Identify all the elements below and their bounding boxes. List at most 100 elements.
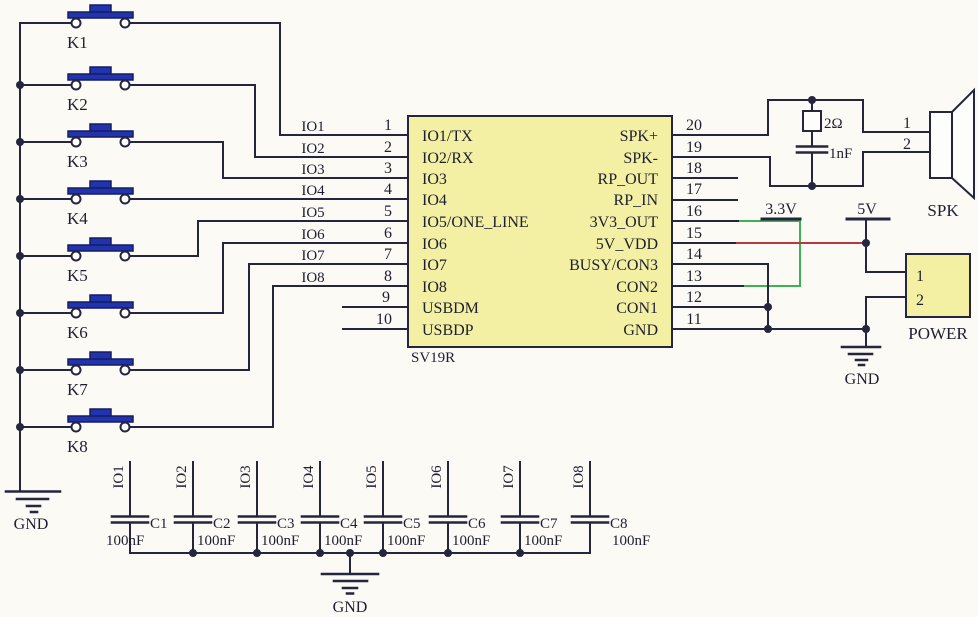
resistor-2ohm [802, 110, 822, 132]
wire-net-io1 [129, 22, 409, 136]
bottom-gnd-symbol [320, 572, 380, 595]
pin-number: 14 [686, 246, 702, 263]
button-k3[interactable] [67, 123, 134, 148]
power-pin-2: 2 [916, 292, 924, 309]
cap-c2-plates [173, 515, 213, 524]
wire-net-spk-minus [671, 151, 931, 187]
key-terminal [70, 421, 82, 433]
cap-value: 100nF [106, 533, 144, 549]
key-terminal [70, 193, 82, 205]
pin-number: 9 [382, 289, 390, 306]
capacitor-value: 1nF [829, 146, 852, 162]
cap-net-label: IO3 [238, 465, 254, 488]
cap-net-label: IO6 [429, 465, 445, 489]
wire-net-io5 [129, 220, 409, 257]
junction-dot [16, 195, 24, 203]
key-bar [67, 11, 134, 19]
ic-pin-name: GND [623, 322, 658, 339]
right-gnd-label: GND [845, 371, 880, 388]
wire-3v3-green [739, 220, 801, 287]
pin-number: 17 [686, 181, 702, 198]
key-terminal [119, 421, 131, 433]
wire-rp-stubs [671, 177, 738, 201]
cap-value: 100nF [324, 533, 362, 549]
cap-refdes: C1 [150, 516, 168, 532]
junction-dot [764, 303, 772, 311]
key-bar [67, 130, 134, 138]
wire-net-io3 [129, 141, 409, 179]
cap-value: 100nF [261, 533, 299, 549]
pin-number: 10 [376, 311, 392, 328]
button-k4[interactable] [67, 180, 134, 205]
cap-refdes: C7 [540, 516, 558, 532]
power-connector-body[interactable] [905, 253, 971, 318]
pin-number: 8 [384, 268, 392, 285]
wire-net-io8 [129, 285, 409, 428]
pin-number: 11 [686, 311, 701, 328]
key-bar [67, 187, 134, 195]
net-label-io6: IO6 [301, 227, 325, 243]
pin-number: 20 [686, 117, 702, 134]
key-bar [67, 415, 134, 423]
button-k6[interactable] [67, 294, 134, 319]
ic-pin-name: IO6 [422, 236, 447, 253]
ic-refdes: SV19R [411, 350, 455, 366]
key-bar [67, 244, 134, 252]
pin-number: 1 [384, 117, 392, 134]
wire-net-io2 [129, 84, 409, 158]
cap-value: 100nF [387, 533, 425, 549]
cap-refdes: C3 [277, 516, 295, 532]
ic-pin-name: SPK+ [620, 128, 658, 145]
button-k8[interactable] [67, 408, 134, 433]
ic-pin-name: 3V3_OUT [590, 214, 659, 231]
junction-dot [862, 239, 870, 247]
button-k2[interactable] [67, 66, 134, 91]
button-label: K7 [67, 380, 88, 399]
ic-pin-name: SPK- [623, 150, 658, 167]
cap-refdes: C2 [213, 516, 231, 532]
cap-net-label: IO4 [301, 465, 317, 489]
cap-c6-plates [428, 515, 468, 524]
junction-dot [764, 325, 772, 333]
net-label-io2: IO2 [301, 141, 324, 157]
cap-net-label: IO7 [501, 465, 517, 489]
cap-net-label: IO8 [571, 465, 587, 488]
key-bar [67, 358, 134, 366]
button-label: K5 [67, 266, 88, 285]
key-terminal [119, 364, 131, 376]
button-k1[interactable] [67, 4, 134, 29]
pin-number: 6 [384, 225, 392, 242]
wire-busy-con1-gnd [671, 263, 907, 346]
ic-pin-name: RP_IN [614, 192, 659, 209]
ic-body[interactable] [407, 115, 673, 348]
pin-number: 3 [384, 160, 392, 177]
junction-dot [189, 549, 197, 557]
junction-dot [516, 549, 524, 557]
key-terminal [119, 17, 131, 29]
key-terminal [70, 17, 82, 29]
key-terminal [119, 193, 131, 205]
button-label: K4 [67, 209, 88, 228]
cap-refdes: C4 [340, 516, 358, 532]
button-k5[interactable] [67, 237, 134, 262]
junction-dot [16, 138, 24, 146]
cap-refdes: C8 [610, 516, 628, 532]
cap-refdes: C5 [403, 516, 421, 532]
pin-number: 5 [384, 203, 392, 220]
ic-pin-name: USBDP [422, 322, 474, 339]
net-label-io7: IO7 [301, 248, 325, 264]
ic-pin-name: USBDM [422, 300, 479, 317]
key-terminal [70, 250, 82, 262]
net-label-io5: IO5 [301, 205, 324, 221]
net-label-io4: IO4 [301, 183, 325, 199]
junction-dot [16, 252, 24, 260]
speaker-label: SPK [927, 201, 959, 220]
junction-dot [16, 366, 24, 374]
button-k7[interactable] [67, 351, 134, 376]
net-label-io3: IO3 [301, 162, 324, 178]
ic-pin-name: IO3 [422, 171, 447, 188]
key-terminal [70, 136, 82, 148]
ic-pin-name: IO2/RX [422, 150, 474, 167]
cap-net-label: IO2 [174, 465, 190, 488]
